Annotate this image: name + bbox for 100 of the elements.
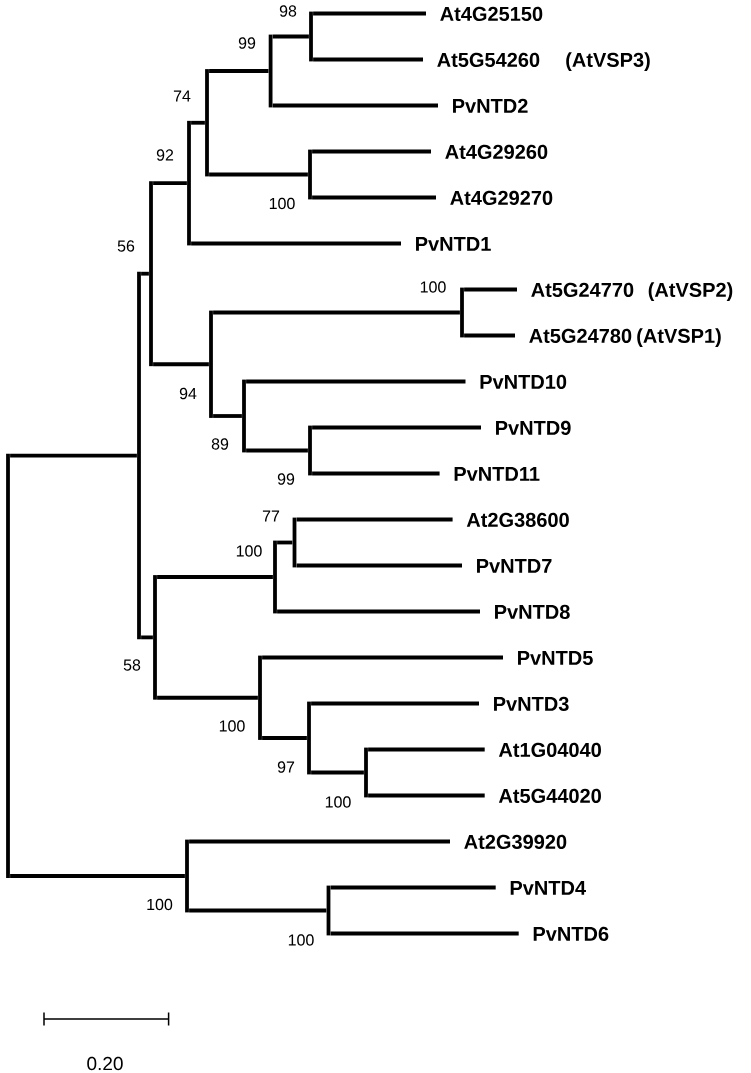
bootstrap-value: 58: [123, 659, 141, 671]
bootstrap-value: 100: [219, 720, 245, 732]
taxon-label: At4G29270: [450, 190, 553, 205]
clade-bar: [309, 11, 313, 62]
branch-line: [330, 931, 519, 936]
taxon-label: At4G29260: [445, 144, 548, 159]
branch-line: [312, 149, 431, 154]
branch-line: [191, 120, 205, 125]
bootstrap-value: 74: [173, 90, 191, 102]
clade-bar: [242, 379, 246, 453]
branch-line: [246, 448, 308, 453]
alias-label: (AtVSP1): [637, 328, 721, 347]
clade-bar: [153, 575, 157, 700]
taxon-label: PvNTD11: [454, 467, 540, 481]
clade-bar: [268, 34, 273, 108]
branch-line: [10, 453, 137, 458]
clade-bar: [326, 885, 331, 936]
taxon-label: At4G25150: [440, 6, 543, 21]
taxon-label: PvNTD6: [533, 926, 609, 941]
clade-bar: [205, 69, 209, 177]
branch-line: [312, 195, 436, 200]
bootstrap-value: 100: [288, 934, 314, 946]
branch-line: [10, 874, 185, 878]
taxon-label: PvNTD2: [453, 98, 528, 113]
clade-bar: [137, 271, 141, 640]
bootstrap-value: 100: [420, 281, 446, 293]
branch-line: [312, 471, 440, 476]
branch-line: [189, 839, 450, 844]
taxon-label: At5G24770: [531, 282, 634, 297]
taxon-label: PvNTD3: [494, 696, 569, 712]
branch-line: [191, 241, 401, 246]
bootstrap-value: 99: [238, 37, 256, 49]
branch-line: [209, 172, 308, 177]
bootstrap-value: 100: [269, 197, 295, 210]
clade-bar: [149, 181, 153, 367]
clade-bar: [187, 120, 191, 246]
branch-line: [464, 333, 515, 338]
scale-label: 0.20: [87, 1056, 123, 1071]
clade-bar: [258, 655, 262, 740]
branch-line: [464, 287, 517, 292]
branch-line: [141, 635, 153, 640]
bootstrap-value: 98: [279, 5, 297, 17]
taxon-label: At5G24780: [529, 328, 632, 343]
taxon-label: At5G44020: [498, 788, 601, 803]
branch-line: [153, 362, 209, 367]
branch-line: [330, 885, 496, 890]
branch-line: [313, 11, 426, 16]
branch-line: [209, 69, 269, 73]
clade-bar: [308, 149, 312, 200]
branch-line: [313, 57, 423, 62]
branch-line: [312, 425, 481, 430]
branch-line: [189, 908, 327, 913]
branch-line: [272, 34, 309, 39]
bootstrap-value: 94: [179, 387, 197, 400]
bootstrap-value: 97: [277, 761, 295, 773]
clade-bar: [185, 839, 189, 913]
bootstrap-value: 89: [211, 438, 229, 450]
branch-line: [157, 695, 258, 700]
bootstrap-value: 100: [147, 898, 173, 911]
clade-bar: [308, 425, 312, 476]
taxon-label: PvNTD10: [480, 374, 567, 389]
alias-label: (AtVSP3): [566, 52, 650, 71]
taxon-label: PvNTD1: [416, 237, 491, 251]
branch-line: [277, 609, 480, 614]
bootstrap-value: 56: [117, 240, 135, 252]
branch-line: [141, 271, 149, 276]
taxon-label: PvNTD5: [518, 651, 593, 665]
clade-bar: [460, 287, 464, 338]
branch-line: [262, 655, 503, 660]
clade-bar: [364, 747, 368, 798]
taxon-label: PvNTD9: [496, 420, 571, 435]
clade-bar: [273, 540, 277, 614]
taxon-label: At2G39920: [464, 834, 567, 850]
taxon-label: PvNTD8: [495, 604, 570, 619]
bootstrap-value: 77: [262, 510, 280, 522]
alias-label: (AtVSP2): [648, 282, 733, 301]
branch-line: [368, 793, 485, 798]
branch-line: [213, 414, 242, 418]
bootstrap-value: 100: [236, 545, 262, 557]
branch-line: [296, 517, 453, 522]
taxon-label: At5G54260: [437, 52, 540, 67]
bootstrap-value: 92: [156, 149, 174, 161]
bootstrap-value: 99: [277, 473, 295, 485]
branch-line: [277, 540, 293, 545]
taxon-label: At2G38600: [466, 512, 569, 528]
branch-line: [153, 181, 187, 186]
branch-line: [246, 379, 466, 384]
branch-line: [157, 575, 273, 579]
clade-bar: [292, 517, 297, 568]
branch-line: [272, 103, 438, 108]
branch-line: [311, 701, 479, 706]
branch-line: [311, 770, 364, 775]
branch-line: [213, 310, 460, 315]
clade-bar: [6, 453, 10, 878]
taxon-label: At1G04040: [498, 742, 601, 757]
taxon-label: PvNTD4: [510, 881, 586, 895]
taxon-label: PvNTD7: [477, 559, 552, 573]
branch-line: [368, 747, 485, 752]
bootstrap-value: 100: [325, 796, 351, 808]
branch-line: [262, 736, 307, 740]
